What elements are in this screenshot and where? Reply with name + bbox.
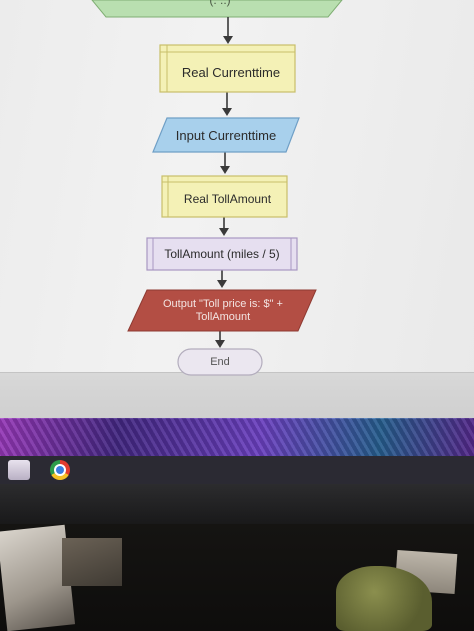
input-currenttime-block[interactable] [152,117,300,153]
chrome-icon[interactable] [50,460,70,480]
assign-tollamount-block[interactable] [146,237,298,271]
editor-bottom-panel [0,372,474,419]
assign-tollamount-label: TollAmount (miles / 5) [164,246,280,261]
declare-tollamount-label: Real TollAmount [183,192,272,206]
photo-print-2 [62,538,122,586]
top-partial-shape[interactable] [91,0,343,18]
monitor-bezel [0,484,474,524]
declare-tollamount-block[interactable] [161,175,288,218]
arrow-4-head [219,228,229,236]
arrow-2-head [222,108,232,116]
arrow-5-head [217,280,227,288]
plush-toy [336,566,432,631]
declare-currenttime-label: Real Currenttime [181,64,281,80]
flowchart-canvas [91,0,343,376]
end-label: End [210,355,230,368]
output-label: Output "Toll price is: $" + TollAmount [140,292,306,329]
declare-currenttime-block[interactable] [159,44,296,93]
arrow-1-head [223,36,233,44]
top-partial-label: (: ::) [150,0,290,7]
app-icon[interactable] [8,460,30,480]
arrow-3-head [220,166,230,174]
desktop-wallpaper [0,418,474,460]
end-terminal[interactable] [177,348,263,376]
output-block[interactable] [127,289,317,332]
taskbar [0,456,474,484]
output-label-line1: Output "Toll price is: $" + [162,297,283,310]
input-currenttime-label: Input Currenttime [175,127,277,143]
arrow-6-head [215,340,225,348]
output-label-line2: TollAmount [195,310,251,323]
